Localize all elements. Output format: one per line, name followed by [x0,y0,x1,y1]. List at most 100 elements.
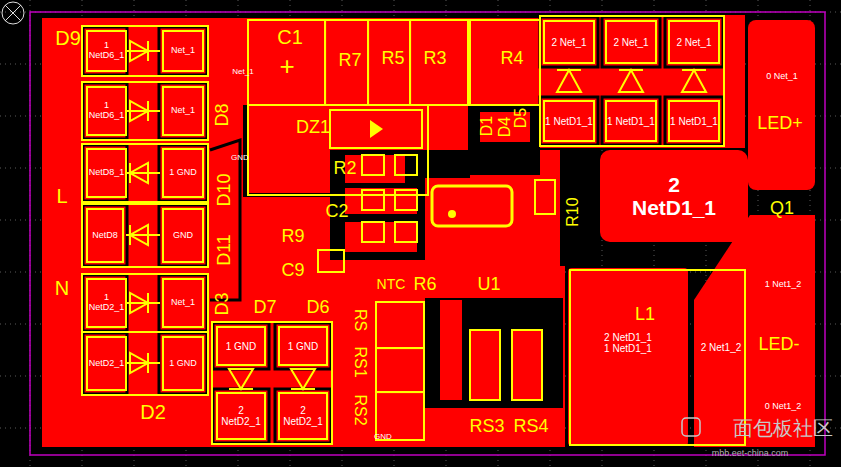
net-name: 2 Net_1 [551,37,586,48]
designator: R3 [423,49,446,67]
pad-clearance [83,17,723,443]
net-name: 1 GND [226,341,257,352]
pad: NetD2_1 [86,336,127,391]
designator: C9 [281,261,304,279]
pad: 1 GND [278,326,328,366]
diode-bar [291,388,315,390]
diode-lead [126,302,160,304]
net-name: 1 NetD1_1 [545,116,593,127]
designator: DZ1 [296,118,330,136]
net-name: 1 NetD6_1 [88,101,125,121]
diode-lead [126,172,160,174]
net-name: NetD8_1 [89,168,125,178]
designator: RS2 [352,394,368,425]
designator: D8 [213,103,231,126]
net-name: 0 Net_1 [766,72,798,82]
diode-bar [619,69,643,71]
diode-bar [682,69,706,71]
pad: 1 NetD1_1 [605,100,657,142]
net-name: Net_1 [232,68,253,76]
net-name: GND [173,231,193,241]
origin-mark [2,2,24,24]
net-name: 1 GND [169,168,197,178]
pad: Net_1 [162,278,204,328]
net-name: 2 [668,173,680,196]
diode-bar [557,69,581,71]
clearance [210,105,600,408]
designator: RS1 [352,346,368,377]
designator: D6 [306,298,329,316]
diode-symbol [557,70,581,92]
net-name: NetD2_1 [89,359,125,369]
net-name: Net_1 [171,106,195,116]
net-name: GND [231,154,249,162]
pad: 2 NetD2_1 [278,392,328,440]
designator: + [279,53,294,79]
net-name: Net_1 [171,46,195,56]
pad: 2 NetD2_1 [216,392,266,440]
pad: 1 NetD6_1 [86,86,127,136]
pad: Net_1 [162,86,204,136]
designator: NTC [377,277,406,291]
pin1-dot [448,210,456,218]
designator: D10 [215,173,233,206]
net-name: NetD1_1 [632,196,716,219]
designator: N [55,278,69,298]
net-name: GND [374,433,392,441]
designator: L [56,186,67,206]
designator: 面包板社区 [733,418,833,438]
net-name: 1 Net1_2 [765,280,802,290]
net-name: 1 NetD2_1 [88,293,125,313]
designator: U1 [477,275,500,293]
designator: RS4 [513,417,548,435]
designator: Q1 [770,199,794,217]
designator: R4 [500,49,523,67]
copper-pad: 2 Net1_2 [696,272,746,440]
net-name: 1 NetD1_1 [670,116,718,127]
diode-symbol [229,369,253,389]
pad: 1 GND [216,326,266,366]
designator: R9 [281,227,304,245]
net-name: mbb.eet-china.com [712,449,789,458]
diode-symbol [682,70,706,92]
copper-pad: 2 NetD1_11 NetD1_1 [572,272,684,440]
pad: 2 Net_1 [605,20,657,64]
diode-lead [126,110,160,112]
designator: R6 [413,275,436,293]
pad: 1 GND [162,148,204,198]
pad: NetD8_1 [86,148,127,198]
designator: D11 [215,234,233,266]
designator: R2 [333,159,356,177]
diode-bar [229,388,253,390]
copper-pad: 1 Net1_20 Net1_2 [752,222,814,440]
designator: C1 [277,27,303,47]
net-name: 2 Net1_2 [701,342,742,353]
designator: RS [352,309,368,331]
pad: Net_1 [162,30,204,72]
pad: 1 NetD2_1 [86,278,127,328]
diode-lead [126,50,160,52]
designator: C2 [325,202,348,220]
pad: 1 NetD6_1 [86,30,127,72]
designator: D4 [497,117,513,137]
silkscreen [82,16,745,445]
net-name: 2 NetD1_1 [604,332,652,343]
pad: 1 NetD1_1 [668,100,720,142]
net-name: Net_1 [171,298,195,308]
pad: 2 Net_1 [668,20,720,64]
net-name: 2 Net_1 [613,37,648,48]
designator: D1 [479,116,495,136]
pad: 1 GND [162,336,204,391]
net-name: 2 NetD2_1 [218,405,264,427]
designator: D7 [253,298,276,316]
designator: L1 [635,305,655,323]
diode-lead [126,362,160,364]
board-outline [30,12,825,455]
designator: D3 [213,292,231,315]
net-name: 1 GND [169,359,197,369]
net-name: 1 NetD1_1 [607,116,655,127]
